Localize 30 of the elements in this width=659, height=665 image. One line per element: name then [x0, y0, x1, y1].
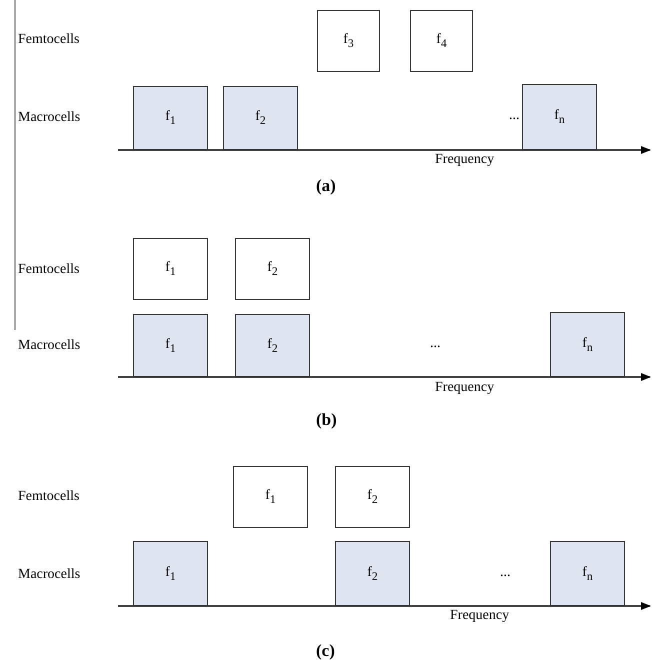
femtocell-channel-box: f$_{2}$ [335, 466, 410, 528]
row-label: Macrocells [18, 567, 80, 583]
macrocell-channel-box: f$_{1}$ [133, 541, 208, 606]
femtocell-channel-box: f$_{2}$ [235, 238, 310, 300]
ellipsis-text: ... [500, 565, 510, 581]
macrocell-channel-box: f$_{1}$ [133, 86, 208, 150]
femtocell-channel-box: f$_{3}$ [317, 10, 380, 72]
femtocell-channel-box: f$_{1}$ [133, 238, 208, 300]
row-label: Femtocells [18, 262, 80, 278]
axis-label: Frequency [435, 152, 494, 168]
femtocell-channel-box: f$_{4}$ [410, 10, 473, 72]
row-label: Macrocells [18, 338, 80, 354]
row-label: Femtocells [18, 489, 80, 505]
macrocell-channel-box: f$_{n}$ [522, 84, 597, 150]
panel-caption: (c) [316, 643, 335, 659]
axis-label: Frequency [450, 608, 510, 624]
ellipsis-text: ... [509, 108, 520, 124]
macrocell-channel-box: f$_{n}$ [550, 541, 625, 606]
macrocell-channel-box: f$_{1}$ [133, 314, 208, 377]
femtocell-channel-box: f$_{1}$ [233, 466, 308, 528]
macrocell-channel-box: f$_{2}$ [223, 86, 298, 150]
macrocell-channel-box: f$_{2}$ [235, 314, 310, 377]
axis-label: Frequency [435, 380, 494, 396]
macrocell-channel-box: f$_{n}$ [550, 312, 625, 377]
panel-caption: (a) [316, 178, 336, 194]
panel-caption: (b) [316, 412, 337, 428]
row-label: Macrocells [18, 110, 80, 126]
macrocell-channel-box: f$_{2}$ [335, 541, 410, 606]
ellipsis-text: ... [430, 336, 440, 352]
row-label: Femtocells [18, 32, 80, 48]
